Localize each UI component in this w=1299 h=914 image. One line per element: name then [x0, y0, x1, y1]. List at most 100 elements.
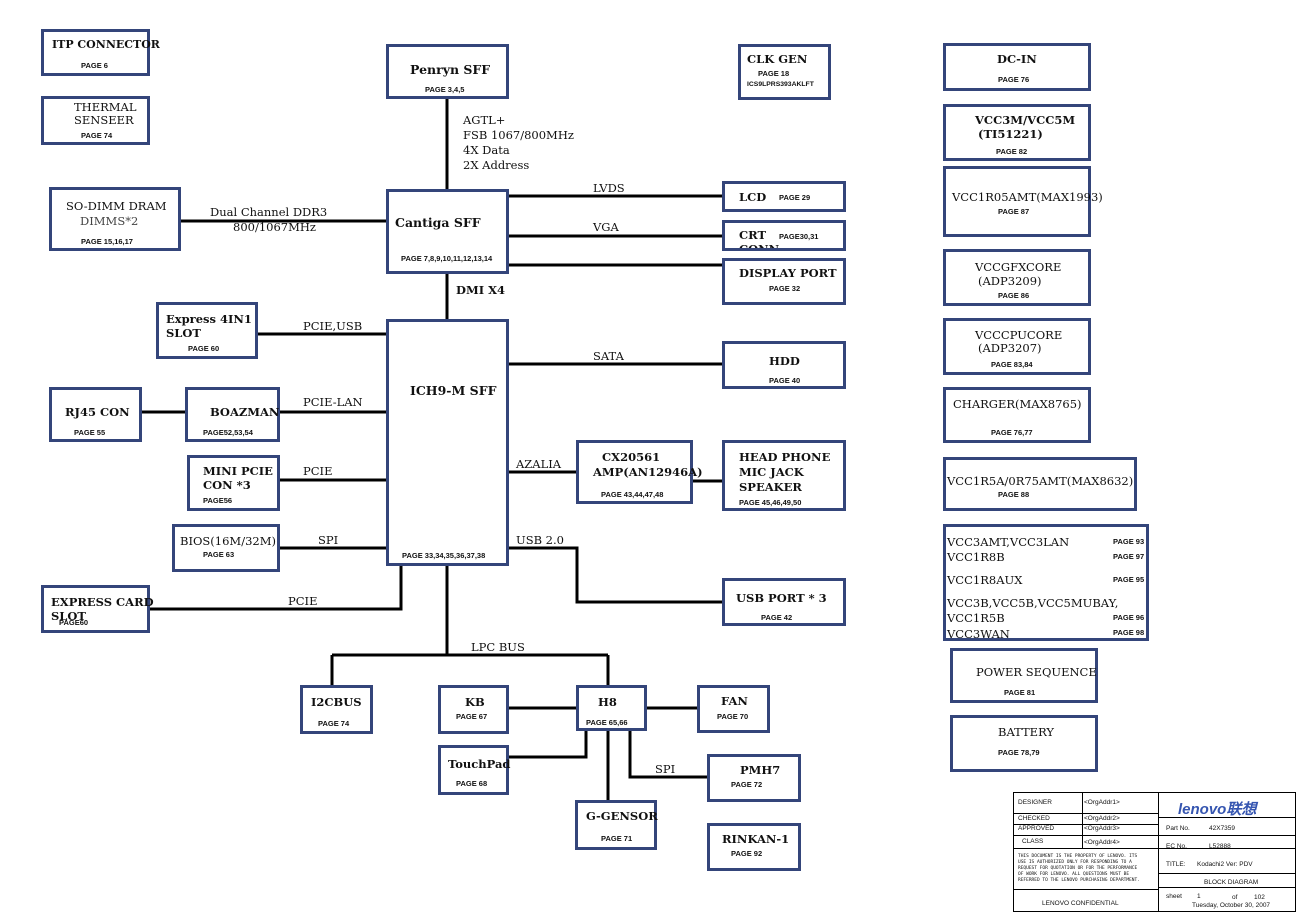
pcieusb-label: PCIE,USB	[303, 319, 363, 333]
powerseq-page: PAGE 81	[1004, 688, 1036, 697]
minipcie-title-2: CON *3	[203, 478, 251, 492]
headphone-block: HEAD PHONE MIC JACK SPEAKER PAGE 45,46,4…	[722, 440, 846, 511]
ich9-title: ICH9-M SFF	[410, 383, 497, 398]
bios-title: BIOS(16M/32M)	[180, 534, 276, 548]
charger-page: PAGE 76,77	[991, 428, 1033, 437]
cx-title-1: CX20561	[602, 450, 661, 464]
express-4in1-block: Express 4IN1 SLOT PAGE 60	[156, 302, 258, 359]
crt-block: CRT CONN PAGE30,31	[722, 220, 846, 251]
fan-page: PAGE 70	[717, 712, 749, 721]
tb-partno-label: Part No.	[1166, 825, 1190, 832]
itp-connector-block: ITP CONNECTOR PAGE 6	[41, 29, 160, 76]
touchpad-line	[508, 730, 588, 759]
lpcbus-label: LPC BUS	[471, 640, 525, 654]
cantiga-block: Cantiga SFF PAGE 7,8,9,10,11,12,13,14	[386, 189, 509, 274]
usbport-block: USB PORT * 3 PAGE 42	[722, 578, 846, 626]
tb-class-label: CLASS	[1022, 838, 1044, 845]
express4in1-title-1: Express 4IN1	[166, 312, 252, 326]
tb-of-label: of	[1232, 894, 1238, 901]
dmi-label: DMI X4	[456, 283, 506, 297]
lcd-title: LCD	[739, 190, 767, 204]
tb-ecno-value: L52888	[1209, 843, 1231, 850]
title-block: DESIGNER <OrgAddr1> CHECKED <OrgAddr2> A…	[1013, 792, 1296, 912]
cx-title-2: AMP(AN12946A)	[593, 465, 703, 479]
ddr-label-2: 800/1067MHz	[233, 220, 316, 234]
vcc3m-block: VCC3M/VCC5M (TI51221) PAGE 82	[943, 104, 1091, 161]
vga-label: VGA	[593, 220, 619, 234]
express4in1-title-2: SLOT	[166, 326, 201, 340]
tb-title-value: Kodachi2 Ver: PDV	[1197, 861, 1253, 868]
multi-line-5: VCC1R5B	[947, 611, 1005, 625]
vcc1r5a-block: VCC1R5A/0R75AMT(MAX8632) PAGE 88	[943, 457, 1137, 511]
multi-line-2: VCC1R8B	[947, 550, 1005, 564]
lenovo-logo: lenovo联想	[1178, 801, 1257, 818]
vcc1r5a-title: VCC1R5A/0R75AMT(MAX8632)	[947, 474, 1134, 488]
tb-partno-value: 42X7359	[1209, 825, 1236, 832]
gsensor-block: G-GENSOR PAGE 71	[575, 800, 658, 850]
tb-designer-label: DESIGNER	[1018, 799, 1052, 806]
clkgen-block: CLK GEN PAGE 18 ICS9LPRS393AKLFT	[738, 44, 831, 100]
crt-page: PAGE30,31	[779, 232, 819, 241]
cx-page: PAGE 43,44,47,48	[601, 490, 664, 499]
dp-page: PAGE 32	[769, 284, 801, 293]
penryn-title: Penryn SFF	[410, 62, 491, 77]
tb-notice-5: REFERRED TO THE LENOVO PURCHASING DEPART…	[1018, 878, 1140, 883]
kb-block: KB PAGE 67	[438, 685, 509, 734]
boazman-block: BOAZMAN PAGE52,53,54	[185, 387, 280, 442]
lcd-block: LCD PAGE 29	[722, 181, 846, 212]
multi-page-5: PAGE 96	[1113, 613, 1145, 622]
sodimm-title: SO-DIMM DRAM	[66, 199, 167, 213]
fan-block: FAN PAGE 70	[697, 685, 770, 733]
sodimm-page: PAGE 15,16,17	[81, 237, 133, 246]
expresscard-title-2: SLOT	[51, 609, 86, 623]
cantiga-title: Cantiga SFF	[395, 215, 481, 230]
vcccpu-title-1: VCCCPUCORE	[975, 328, 1063, 342]
dcin-title: DC-IN	[997, 52, 1037, 66]
battery-block: BATTERY PAGE 78,79	[950, 715, 1098, 772]
i2cbus-title: I2CBUS	[311, 695, 362, 709]
gsensor-title: G-GENSOR	[586, 809, 658, 823]
tb-checked-value: <OrgAddr2>	[1084, 815, 1120, 822]
vcc1r05-page: PAGE 87	[998, 207, 1030, 216]
dcin-page: PAGE 76	[998, 75, 1030, 84]
tb-designer-value: <OrgAddr1>	[1084, 799, 1120, 806]
pcielan-label: PCIE-LAN	[303, 395, 363, 409]
rj45-page: PAGE 55	[74, 428, 106, 437]
lvds-label: LVDS	[593, 181, 625, 195]
lcd-page: PAGE 29	[779, 193, 811, 202]
tb-title-label: TITLE:	[1166, 861, 1186, 868]
penryn-block: Penryn SFF PAGE 3,4,5	[386, 44, 509, 99]
powerseq-title: POWER SEQUENCE	[976, 665, 1097, 679]
hdd-block: HDD PAGE 40	[722, 341, 846, 389]
tb-notice-2: USE IS AUTHORIZED ONLY FOR RESPONDING TO…	[1018, 860, 1132, 865]
crt-title-1: CRT	[739, 228, 767, 242]
pmh7-page: PAGE 72	[731, 780, 763, 789]
rinkan-page: PAGE 92	[731, 849, 763, 858]
agtl-label-3: 4X Data	[463, 143, 510, 157]
power-sequence-block: POWER SEQUENCE PAGE 81	[950, 648, 1098, 703]
thermal-title-2: SENSEER	[74, 113, 134, 127]
thermal-title-1: THERMAL	[74, 100, 137, 114]
bios-page: PAGE 63	[203, 550, 235, 559]
tb-sheet-label: sheet	[1166, 893, 1182, 900]
tb-class-value: <OrgAddr4>	[1084, 839, 1120, 846]
tb-notice-4: OF WORK FOR LENOVO. ALL QUESTIONS MUST B…	[1018, 872, 1130, 877]
hdd-page: PAGE 40	[769, 376, 801, 385]
h8-title: H8	[598, 695, 617, 709]
vcccpu-block: VCCCPUCORE (ADP3207) PAGE 83,84	[943, 318, 1091, 375]
usbport-page: PAGE 42	[761, 613, 793, 622]
battery-page: PAGE 78,79	[998, 748, 1040, 757]
ich9-block: ICH9-M SFF PAGE 33,34,35,36,37,38	[386, 319, 509, 566]
multi-line-4: VCC3B,VCC5B,VCC5MUBAY,	[947, 596, 1119, 610]
pmh7-title: PMH7	[740, 763, 781, 777]
vcc3m-title-1: VCC3M/VCC5M	[975, 113, 1076, 127]
dcin-block: DC-IN PAGE 76	[943, 43, 1091, 91]
touchpad-title: TouchPad	[448, 757, 511, 771]
tb-checked-label: CHECKED	[1018, 815, 1050, 822]
tb-of-value: 102	[1254, 894, 1265, 901]
vccgfx-block: VCCGFXCORE (ADP3209) PAGE 86	[943, 249, 1091, 306]
sata-label: SATA	[593, 349, 624, 363]
headphone-line-2: MIC JACK	[739, 465, 804, 479]
itp-title: ITP CONNECTOR	[52, 38, 160, 51]
